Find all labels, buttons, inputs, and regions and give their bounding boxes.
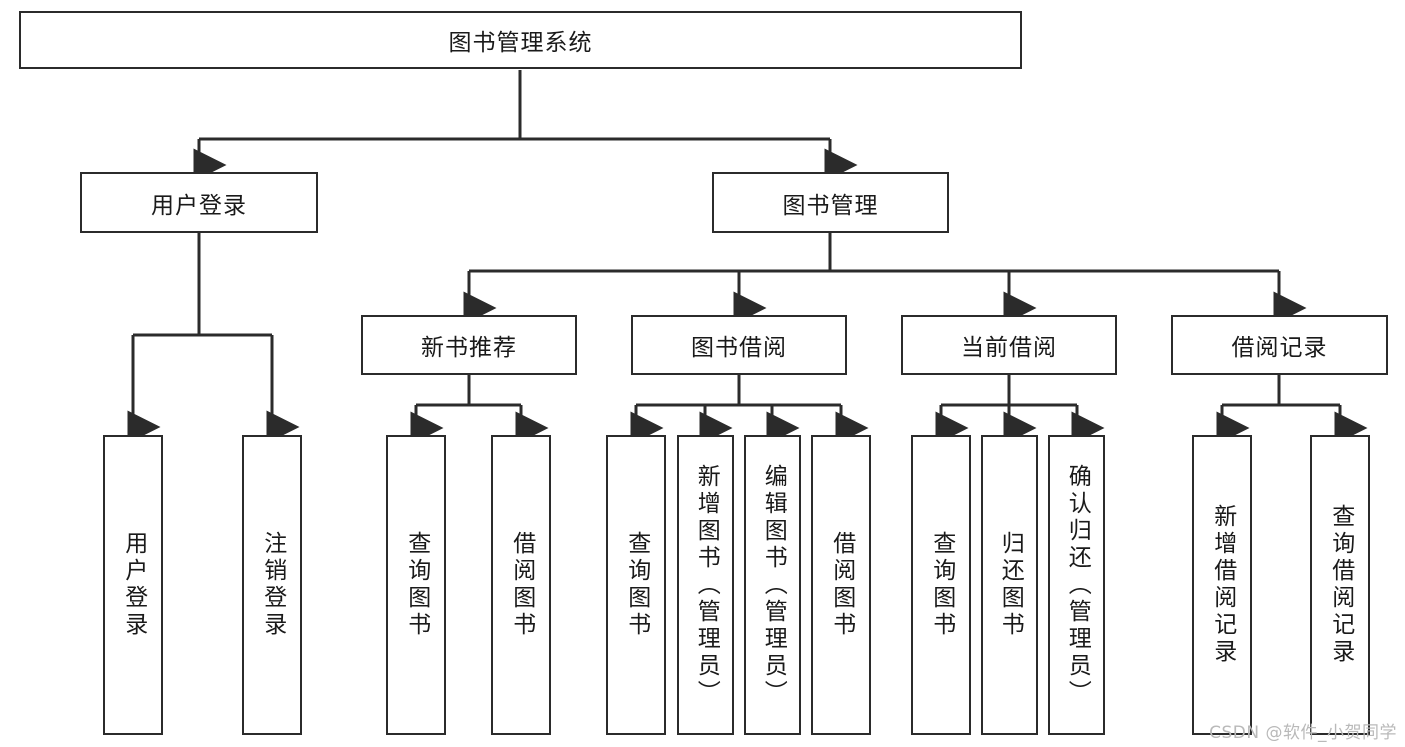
node-book-borrow[interactable]: 图书借阅 <box>631 315 847 375</box>
node-leaf-edit-book[interactable]: 编辑图书（管理员） <box>744 435 801 735</box>
node-leaf-query-book-2[interactable]: 查询图书 <box>606 435 666 735</box>
node-root[interactable]: 图书管理系统 <box>19 11 1022 69</box>
csdn-watermark: CSDN @软件_小贺同学 <box>1209 723 1397 743</box>
node-user-login[interactable]: 用户登录 <box>80 172 318 233</box>
node-leaf-return-book-label: 归还图书 <box>997 531 1024 639</box>
node-leaf-query-record[interactable]: 查询借阅记录 <box>1310 435 1370 735</box>
node-new-book-recommend[interactable]: 新书推荐 <box>361 315 577 375</box>
node-new-book-recommend-label: 新书推荐 <box>421 335 517 361</box>
node-current-borrow[interactable]: 当前借阅 <box>901 315 1117 375</box>
node-book-manage[interactable]: 图书管理 <box>712 172 949 233</box>
node-leaf-add-book[interactable]: 新增图书（管理员） <box>677 435 734 735</box>
node-leaf-borrow-book-2[interactable]: 借阅图书 <box>811 435 871 735</box>
node-leaf-borrow-book-2-label: 借阅图书 <box>828 531 855 639</box>
node-leaf-borrow-book-1[interactable]: 借阅图书 <box>491 435 551 735</box>
node-leaf-query-book-3-label: 查询图书 <box>928 531 955 639</box>
node-user-login-label: 用户登录 <box>151 192 247 219</box>
node-leaf-borrow-book-1-label: 借阅图书 <box>508 531 535 639</box>
node-leaf-query-record-label: 查询借阅记录 <box>1327 504 1354 666</box>
node-leaf-user-logout-label: 注销登录 <box>259 531 286 639</box>
node-borrow-record-label: 借阅记录 <box>1231 335 1328 361</box>
node-book-borrow-label: 图书借阅 <box>691 335 787 361</box>
node-leaf-user-login-label: 用户登录 <box>120 531 147 639</box>
node-current-borrow-label: 当前借阅 <box>961 335 1057 361</box>
node-leaf-query-book-1-label: 查询图书 <box>403 531 430 639</box>
node-leaf-add-record[interactable]: 新增借阅记录 <box>1192 435 1252 735</box>
node-leaf-add-book-label: 新增图书（管理员） <box>693 463 720 707</box>
node-leaf-user-logout[interactable]: 注销登录 <box>242 435 302 735</box>
node-leaf-add-record-label: 新增借阅记录 <box>1209 504 1236 666</box>
node-leaf-edit-book-label: 编辑图书（管理员） <box>760 463 787 707</box>
node-leaf-query-book-1[interactable]: 查询图书 <box>386 435 446 735</box>
node-leaf-user-login[interactable]: 用户登录 <box>103 435 163 735</box>
node-leaf-return-book[interactable]: 归还图书 <box>981 435 1038 735</box>
node-root-label: 图书管理系统 <box>448 30 593 56</box>
node-book-manage-label: 图书管理 <box>782 192 879 219</box>
node-leaf-query-book-3[interactable]: 查询图书 <box>911 435 971 735</box>
node-leaf-confirm-return-label: 确认归还（管理员） <box>1064 463 1091 707</box>
node-leaf-query-book-2-label: 查询图书 <box>623 531 650 639</box>
node-borrow-record[interactable]: 借阅记录 <box>1171 315 1388 375</box>
node-leaf-confirm-return[interactable]: 确认归还（管理员） <box>1048 435 1105 735</box>
